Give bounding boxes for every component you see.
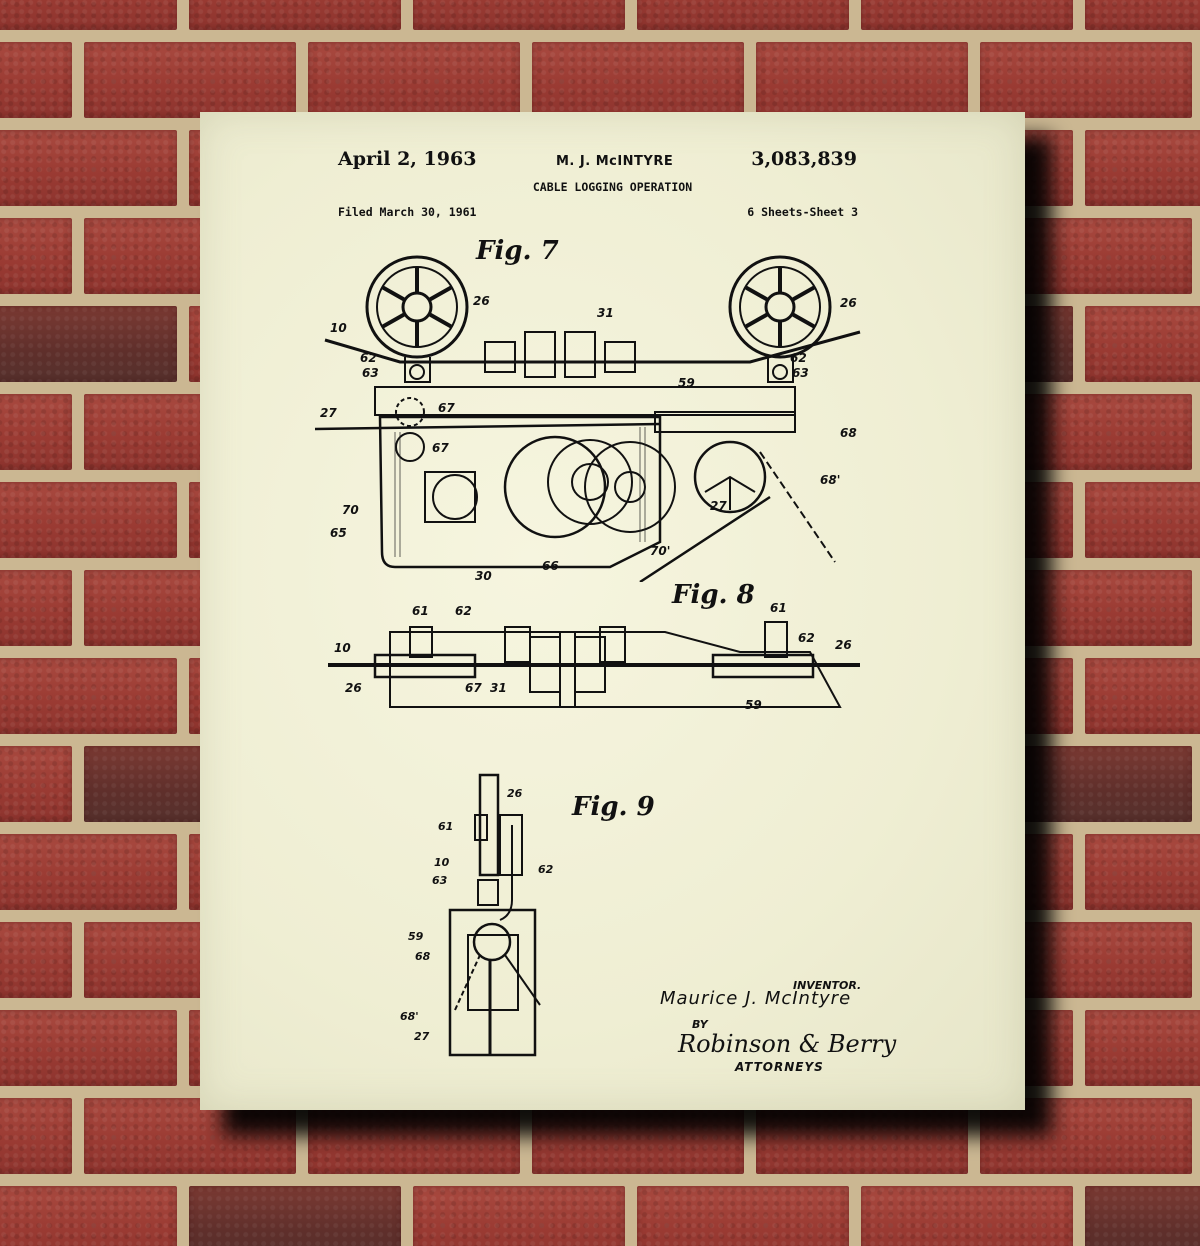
brick (308, 42, 520, 118)
fig8-label: Fig. 8 (672, 580, 755, 610)
sheet-count: 6 Sheets-Sheet 3 (747, 205, 858, 219)
svg-text:31: 31 (490, 681, 507, 695)
svg-text:62: 62 (538, 863, 554, 876)
svg-text:67: 67 (432, 441, 449, 455)
brick (1085, 1010, 1200, 1086)
svg-text:70': 70' (650, 544, 670, 558)
svg-text:68': 68' (400, 1010, 419, 1023)
fig7-label: Fig. 7 (476, 236, 559, 266)
svg-text:67: 67 (465, 681, 482, 695)
patent-date: April 2, 1963 (338, 148, 477, 170)
brick (861, 1186, 1073, 1246)
brick (0, 0, 177, 30)
svg-text:61: 61 (412, 604, 429, 618)
brick (0, 394, 72, 470)
svg-text:10: 10 (334, 641, 351, 655)
brick (1085, 1186, 1200, 1246)
svg-text:66: 66 (542, 559, 559, 573)
svg-text:10: 10 (434, 856, 450, 869)
brick (0, 922, 72, 998)
svg-text:27: 27 (414, 1030, 430, 1043)
brick (637, 1186, 849, 1246)
svg-text:26: 26 (473, 294, 490, 308)
brick (1085, 482, 1200, 558)
brick (0, 130, 177, 206)
attorney-signature: Robinson & Berry (678, 1030, 897, 1058)
svg-text:63: 63 (432, 874, 448, 887)
brick (189, 1186, 401, 1246)
svg-text:62: 62 (455, 604, 472, 618)
patent-number: 3,083,839 (751, 148, 857, 170)
svg-text:70: 70 (342, 503, 359, 517)
svg-text:27: 27 (320, 406, 337, 420)
svg-text:62: 62 (360, 351, 377, 365)
svg-text:10: 10 (330, 321, 347, 335)
inventor-label: INVENTOR. (793, 979, 862, 992)
brick (0, 1186, 177, 1246)
brick (1085, 306, 1200, 382)
svg-text:63: 63 (792, 366, 809, 380)
svg-text:62: 62 (790, 351, 807, 365)
brick (1085, 130, 1200, 206)
brick (0, 834, 177, 910)
svg-text:31: 31 (597, 306, 614, 320)
brick (0, 746, 72, 822)
brick (756, 42, 968, 118)
svg-text:63: 63 (362, 366, 379, 380)
pulley-wheel-icon (365, 255, 469, 359)
brick (980, 42, 1192, 118)
svg-text:61: 61 (770, 601, 787, 615)
brick (861, 0, 1073, 30)
brick (0, 306, 177, 382)
svg-text:59: 59 (678, 376, 695, 390)
brick (532, 42, 744, 118)
brick (0, 1010, 177, 1086)
brick (637, 0, 849, 30)
brick (0, 658, 177, 734)
by-label: BY (692, 1018, 708, 1031)
filed-date: Filed March 30, 1961 (338, 205, 477, 219)
brick (1085, 658, 1200, 734)
brick (1085, 0, 1200, 30)
svg-text:65: 65 (330, 526, 347, 540)
svg-text:68': 68' (820, 473, 840, 487)
brick (1085, 834, 1200, 910)
brick (0, 1098, 72, 1174)
brick (84, 42, 296, 118)
svg-text:26: 26 (840, 296, 857, 310)
svg-text:68: 68 (415, 950, 431, 963)
attorneys-label: ATTORNEYS (735, 1060, 824, 1074)
fig8-drawing: 61 62 61 62 26 10 26 67 31 59 (328, 601, 860, 712)
svg-text:26: 26 (835, 638, 852, 652)
brick (0, 218, 72, 294)
brick (0, 570, 72, 646)
fig9-drawing: 26 61 10 62 63 59 68 68' 27 (400, 773, 554, 1057)
brick (0, 42, 72, 118)
svg-text:30: 30 (475, 569, 492, 582)
brick (413, 0, 625, 30)
svg-text:67: 67 (438, 401, 455, 415)
svg-text:26: 26 (507, 787, 523, 800)
patent-title: CABLE LOGGING OPERATION (532, 180, 693, 194)
svg-text:62: 62 (798, 631, 815, 645)
brick (0, 482, 177, 558)
brick (413, 1186, 625, 1246)
inventor-name-header: M. J. McINTYRE (556, 154, 674, 169)
patent-poster: April 2, 1963 M. J. McINTYRE 3,083,839 C… (200, 112, 1025, 1110)
svg-text:59: 59 (745, 698, 762, 712)
svg-text:26: 26 (345, 681, 362, 695)
svg-text:61: 61 (438, 820, 453, 833)
svg-text:68: 68 (840, 426, 857, 440)
brick (189, 0, 401, 30)
svg-text:59: 59 (408, 930, 424, 943)
svg-text:27: 27 (710, 499, 727, 513)
fig9-label: Fig. 9 (572, 792, 655, 822)
inventor-signature: Maurice J. McIntyre (660, 988, 852, 1009)
